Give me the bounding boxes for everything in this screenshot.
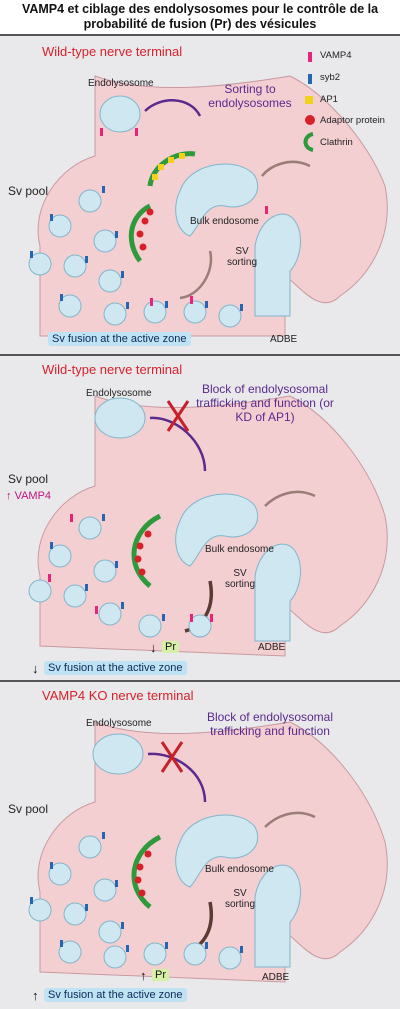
endolysosome-label: Endolysosome [86,388,152,399]
legend-adaptor-symbol [305,115,315,125]
vamp4-up-indicator: ↑ VAMP4 [6,490,51,502]
return-arrow [264,490,316,507]
legend-ap1-symbol [305,96,313,104]
clathrin-coat [131,513,162,588]
return-arrow [264,811,316,828]
purple-annotation: Sorting to endolysosomes [208,82,292,110]
legend-vamp4: VAMP4 [320,50,352,61]
vesicle-pool [28,516,212,638]
sv-sorting-label: SV sorting [224,568,255,590]
fusion-up-arrow-icon: ↑ [32,988,39,1003]
adbe-invagination [254,213,301,317]
clathrin-coat [131,834,162,909]
purple-annotation: Block of endolysosomal trafficking and f… [206,710,334,738]
panel-header: VAMP4 KO nerve terminal [42,688,194,703]
syb2-markers [30,832,243,953]
vamp4-markers [100,128,268,306]
panel-wild-type-sorting: Wild-type nerve terminal VAMP4 syb2 AP1 … [0,34,400,354]
adbe-label: ADBE [262,972,290,983]
terminal-diagram-1 [28,52,388,337]
adaptor-markers [134,530,152,576]
bulk-endosome [175,814,259,888]
fusion-label: Sv fusion at the active zone [44,988,187,1002]
endolysosome-label: Endolysosome [88,78,154,89]
vesicle-pool [28,835,242,970]
sv-sorting-arrow [179,250,213,300]
vamp4-up-label: VAMP4 [14,490,52,502]
legend-clathrin: Clathrin [320,137,353,148]
bulk-endosome [175,493,259,567]
vesicle-pool [28,189,242,328]
legend-adaptor: Adaptor protein [320,115,385,126]
block-cross-icon [166,400,190,432]
legend-clathrin-symbol [303,132,314,152]
return-arrow [261,160,311,177]
sorting-arrow [144,99,202,117]
block-arrow [149,416,207,472]
up-arrow-icon: ↑ [6,490,12,502]
block-cross-icon [160,741,184,773]
bulk-endosome-label: Bulk endosome [205,544,274,555]
terminal-diagram-3 [28,721,388,983]
bulk-endosome [175,163,259,237]
pr-label: Pr [152,969,169,981]
fusion-label: Sv fusion at the active zone [44,661,187,675]
syb2-markers [30,186,243,311]
sv-sorting-label: SV sorting [224,888,255,910]
purple-annotation: Block of endolysosomal trafficking and f… [196,382,334,424]
page-title: VAMP4 et ciblage des endolysosomes pour … [21,2,379,31]
pr-label: Pr [162,641,179,653]
sv-pool-label: Sv pool [8,184,49,198]
endolysosome [99,95,141,133]
legend-syb2: syb2 [320,72,341,83]
bulk-endosome-label: Bulk endosome [190,216,259,227]
adaptor-markers [136,208,154,251]
fusion-down-arrow-icon: ↓ [32,661,39,676]
pr-down-arrow-icon: ↓ [150,640,157,655]
adbe-label: ADBE [258,642,286,653]
adbe-label: ADBE [270,334,298,345]
bulk-endosome-label: Bulk endosome [205,864,274,875]
adbe-invagination [254,864,301,968]
panel-vamp4-ko: VAMP4 KO nerve terminal Endolysosome Blo… [0,680,400,1009]
ap1-markers [152,153,185,180]
adbe-invagination [254,543,301,642]
syb2-markers [50,514,165,621]
legend-syb2-symbol [308,74,312,84]
sv-pool-label: Sv pool [8,472,49,486]
clathrin-coat-mid [128,203,152,263]
clathrin-coat-top [147,151,196,187]
endolysosome-label: Endolysosome [86,718,152,729]
legend-vamp4-symbol [308,52,312,62]
legend-ap1: AP1 [320,94,338,105]
panel-header: Wild-type nerve terminal [42,362,183,377]
panel-header: Wild-type nerve terminal [42,44,183,59]
block-arrow [147,752,207,803]
sv-sorting-label: SV sorting [226,246,257,268]
vamp4-markers [48,514,213,622]
endolysosome [92,733,144,775]
pr-up-arrow-icon: ↑ [140,968,147,983]
endolysosome [94,397,146,439]
panel-wild-type-block: Wild-type nerve terminal Endolysosome Bl… [0,354,400,680]
terminal-diagram-2 [28,395,388,657]
sv-pool-label: Sv pool [8,802,49,816]
fusion-label: Sv fusion at the active zone [48,332,191,346]
adaptor-markers [134,850,152,897]
